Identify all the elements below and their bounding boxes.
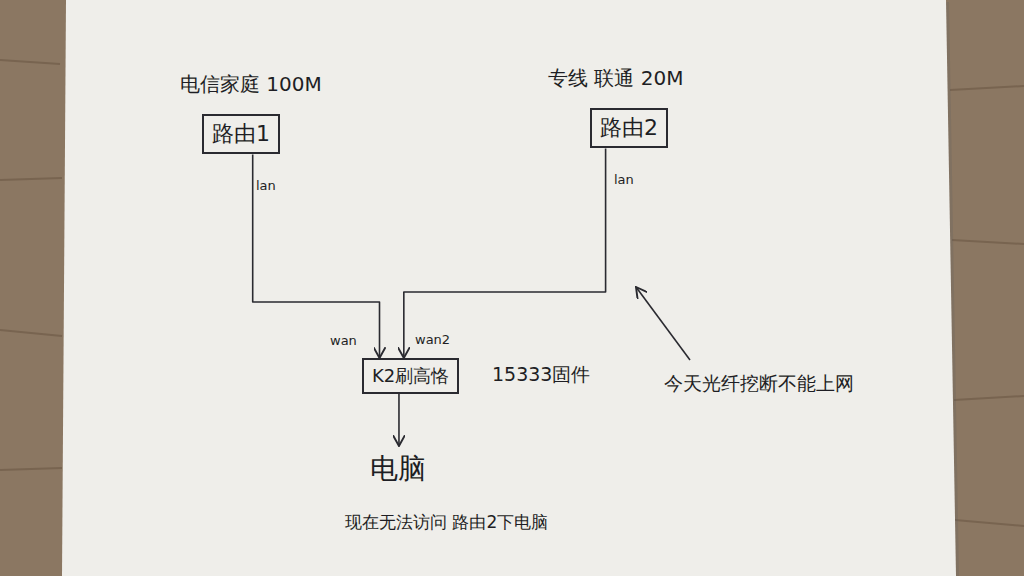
- router-box: 电信家庭 100M 路由1: [180, 72, 322, 154]
- paper-sheet: [62, 0, 956, 576]
- connector-line: [398, 394, 400, 446]
- annotation-note: 今天光纤挖断不能上网: [664, 372, 854, 395]
- port-label: lan: [614, 172, 634, 188]
- gateway-box: K2刷高恪: [362, 358, 459, 394]
- connector-line: [253, 154, 380, 358]
- node-text: 路由1: [212, 121, 270, 147]
- connector-line: [404, 148, 606, 358]
- node-text: 电脑: [370, 452, 426, 486]
- gateway-box: K2刷高恪: [362, 358, 459, 394]
- leader-line: [636, 287, 690, 360]
- computer-label: 电脑: [370, 452, 426, 486]
- port-label: wan: [330, 333, 357, 349]
- firmware-note: 15333固件: [492, 363, 590, 386]
- node-heading: 电信家庭 100M: [180, 72, 322, 96]
- router-box: 路由2: [590, 108, 668, 148]
- node-text: 路由2: [600, 115, 658, 141]
- node-text: K2刷高恪: [372, 365, 449, 387]
- router-box: 路由1: [202, 114, 280, 154]
- port-label: lan: [256, 178, 276, 194]
- caption: 现在无法访问 路由2下电脑: [345, 512, 548, 532]
- router-box: 专线 联通 20M 路由2: [548, 66, 683, 148]
- port-label: wan2: [415, 332, 450, 348]
- node-heading: 专线 联通 20M: [548, 66, 683, 90]
